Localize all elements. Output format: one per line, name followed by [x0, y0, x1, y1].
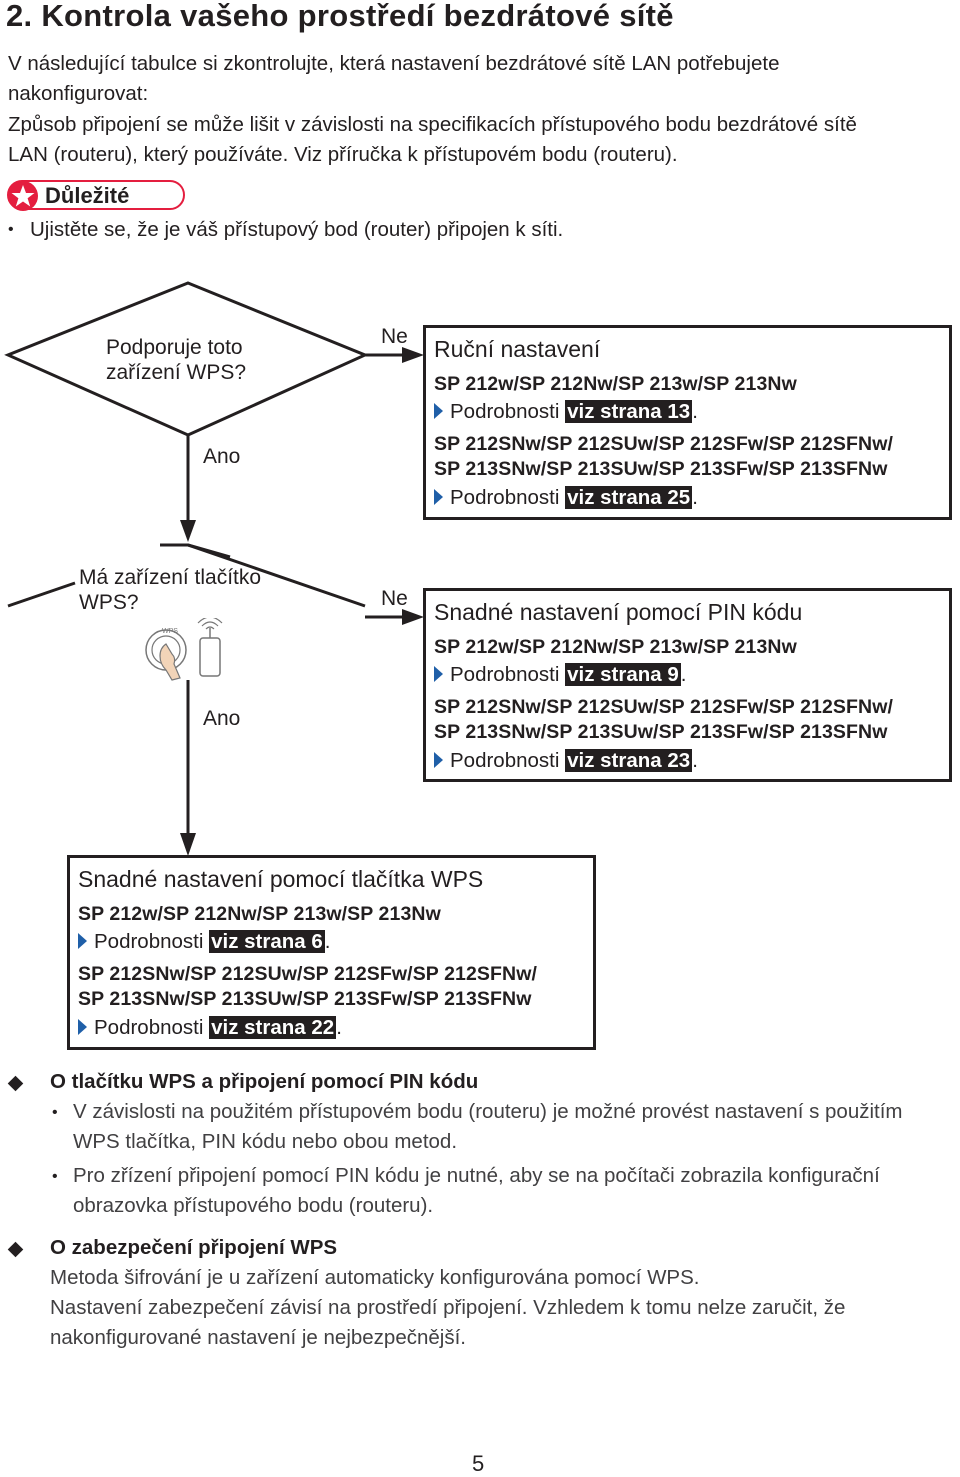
triangle-arrow-icon [434, 489, 443, 505]
model-list: SP 213SNw/SP 213SUw/SP 213SFw/SP 213SFNw [434, 458, 888, 480]
triangle-arrow-icon [78, 1019, 87, 1035]
section-2-line-1: Metoda šifrování je u zařízení automatic… [50, 1266, 700, 1289]
triangle-arrow-icon [434, 666, 443, 682]
model-list: SP 212w/SP 212Nw/SP 213w/SP 213Nw [78, 903, 441, 925]
page-reference: Podrobnosti viz strana 13. [434, 400, 698, 424]
model-list: SP 212w/SP 212Nw/SP 213w/SP 213Nw [434, 373, 797, 395]
intro-line-3: Způsob připojení se může lišit v závislo… [8, 113, 857, 136]
page-link[interactable]: viz strana 25 [565, 486, 693, 509]
page-link[interactable]: viz strana 6 [209, 930, 325, 953]
pin-setup-box: Snadné nastavení pomocí PIN kódu SP 212w… [423, 588, 952, 782]
important-label: Důležité [45, 183, 130, 208]
section-1-bullet-1-line-1: V závislosti na použitém přístupovém bod… [73, 1100, 903, 1123]
model-list: SP 212SNw/SP 212SUw/SP 212SFw/SP 212SFNw… [434, 696, 893, 718]
page-reference: Podrobnosti viz strana 6. [78, 930, 330, 954]
model-list: SP 213SNw/SP 213SUw/SP 213SFw/SP 213SFNw [434, 721, 888, 743]
manual-setup-box: Ruční nastavení SP 212w/SP 212Nw/SP 213w… [423, 325, 952, 520]
page-title: 2. Kontrola vašeho prostředí bezdrátové … [6, 0, 674, 33]
intro-line-2: nakonfigurovat: [8, 82, 149, 105]
model-list: SP 212w/SP 212Nw/SP 213w/SP 213Nw [434, 636, 797, 658]
triangle-arrow-icon [434, 403, 443, 419]
section-2-line-3: nakonfigurované nastavení je nejbezpečně… [50, 1326, 466, 1349]
page-link[interactable]: viz strana 23 [565, 749, 693, 772]
question-1-line-1: Podporuje toto [106, 336, 243, 359]
wps-button-setup-box: Snadné nastavení pomocí tlačítka WPS SP … [67, 855, 596, 1050]
question-2-line-1: Má zařízení tlačítko [79, 566, 262, 589]
yes-label-1: Ano [203, 445, 241, 468]
page-reference: Podrobnosti viz strana 22. [78, 1016, 342, 1040]
triangle-arrow-icon [434, 752, 443, 768]
section-1-bullet-1-line-2: WPS tlačítka, PIN kódu nebo obou metod. [73, 1130, 458, 1153]
yes-label-2: Ano [203, 707, 241, 730]
page-reference: Podrobnosti viz strana 23. [434, 749, 698, 773]
no-label-1: Ne [381, 325, 408, 348]
intro-line-1: V následující tabulce si zkontrolujte, k… [8, 52, 780, 75]
model-list: SP 212SNw/SP 212SUw/SP 212SFw/SP 212SFNw… [434, 433, 893, 455]
wps-small-label: WPS [162, 628, 178, 635]
important-badge: Důležité [7, 180, 185, 211]
box-title: Snadné nastavení pomocí PIN kódu [434, 599, 803, 625]
model-list: SP 213SNw/SP 213SUw/SP 213SFw/SP 213SFNw [78, 988, 532, 1010]
question-1-line-2: zařízení WPS? [106, 361, 247, 384]
page-link[interactable]: viz strana 9 [565, 663, 681, 686]
bullet-dot: • [8, 221, 14, 238]
section-1-bullet-2-line-2: obrazovka přístupového bodu (routeru). [73, 1194, 434, 1217]
page-link[interactable]: viz strana 22 [209, 1016, 337, 1039]
triangle-arrow-icon [78, 933, 87, 949]
box-title: Ruční nastavení [434, 336, 601, 362]
box-title: Snadné nastavení pomocí tlačítka WPS [78, 866, 484, 892]
page-reference: Podrobnosti viz strana 9. [434, 663, 686, 687]
no-label-2: Ne [381, 587, 408, 610]
page-link[interactable]: viz strana 13 [565, 400, 693, 423]
important-bullet: Ujistěte se, že je váš přístupový bod (r… [30, 218, 564, 241]
section-2-title: O zabezpečení připojení WPS [50, 1236, 338, 1259]
section-1-bullet-2-line-1: Pro zřízení připojení pomocí PIN kódu je… [73, 1164, 880, 1187]
question-2-line-2: WPS? [79, 591, 139, 614]
section-1-title: O tlačítku WPS a připojení pomocí PIN kó… [50, 1070, 479, 1093]
page-number: 5 [472, 1451, 485, 1476]
bullet-dot: • [52, 1104, 58, 1121]
intro-line-4: LAN (routeru), který používáte. Viz přír… [8, 143, 678, 166]
star-icon [8, 181, 38, 211]
page-reference: Podrobnosti viz strana 25. [434, 486, 698, 510]
bullet-dot: • [52, 1168, 58, 1185]
model-list: SP 212SNw/SP 212SUw/SP 212SFw/SP 212SFNw… [78, 963, 537, 985]
wps-device-illustration [145, 618, 223, 681]
section-2-line-2: Nastavení zabezpečení závisí na prostřed… [50, 1296, 846, 1319]
